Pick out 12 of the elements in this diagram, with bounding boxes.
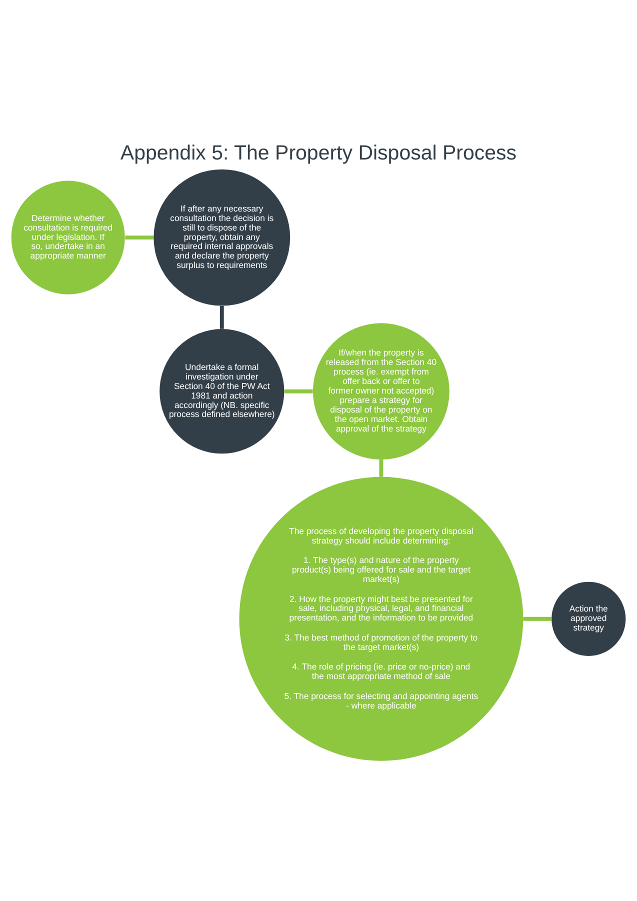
node-circle: If/when the property is released from the Section 40 process (ie. exempt from offer back or offer to former owner not accepted) prepare a strategy for disposal of the property on the open market. Obtain approval of the strategy [312, 323, 450, 460]
node-circle: Action the approved strategy [552, 582, 626, 656]
connector [379, 460, 384, 477]
diagram-title: Appendix 5: The Property Disposal Process [120, 142, 517, 165]
node-circle: Determine whether consultation is required under legislation. If so, undertake in an appropriate manner [11, 180, 125, 294]
connector [220, 306, 224, 329]
connector [125, 236, 154, 240]
connector [284, 389, 313, 394]
connector [523, 616, 552, 621]
node-circle: The process of developing the property disposal strategy should include determining: 1. The type(s) and nature of the property product(s) being offered for sale and the target market(s) 2. How the property might best be presented for sale, including physical, legal, and financial presentation, and the information to be provided 3. The best method of promotion of the property to the target market(s) 4. The role of pricing (ie. price or no-price) and the most appropriate method of sale 5. The process for selecting and appointing agents - where applicable [239, 476, 524, 761]
node-circle: Undertake a formal investigation under Section 40 of the PW Act 1981 and action accordingly (NB. specific process defined elsewhere) [160, 329, 284, 454]
node-circle: If after any necessary consultation the decision is still to dispose of the property, obtain any required internal approvals and declare the property surplus to requirements [154, 169, 290, 306]
